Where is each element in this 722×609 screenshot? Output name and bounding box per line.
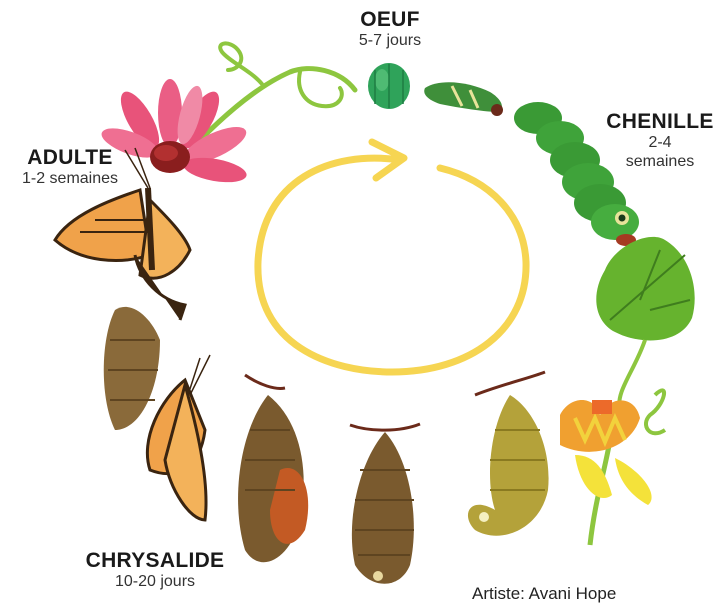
stage-egg: OEUF 5-7 jours bbox=[330, 8, 450, 51]
stage-chrysalis-name: CHRYSALIDE bbox=[75, 549, 235, 573]
egg-icon bbox=[368, 63, 410, 109]
chrysalis-hatching bbox=[238, 375, 308, 562]
stage-chrysalis: CHRYSALIDE 10-20 jours bbox=[75, 549, 235, 592]
yellow-flower bbox=[560, 390, 665, 545]
stage-caterpillar: CHENILLE 2-4 semaines bbox=[600, 110, 720, 171]
stage-egg-name: OEUF bbox=[330, 8, 450, 32]
young-caterpillar bbox=[424, 82, 503, 116]
stage-adult: ADULTE 1-2 semaines bbox=[2, 146, 138, 189]
artist-credit: Artiste: Avani Hope bbox=[472, 584, 616, 604]
vine-top bbox=[200, 43, 355, 140]
stage-caterpillar-duration-2: semaines bbox=[600, 153, 720, 171]
stage-chrysalis-duration: 10-20 jours bbox=[75, 573, 235, 591]
cycle-arrow bbox=[258, 142, 526, 372]
emerging-butterfly bbox=[104, 307, 210, 520]
stage-caterpillar-duration-1: 2-4 bbox=[600, 134, 720, 152]
stage-adult-duration: 1-2 semaines bbox=[2, 170, 138, 188]
chrysalis-icon bbox=[350, 424, 420, 584]
stage-caterpillar-name: CHENILLE bbox=[600, 110, 720, 134]
chrysalis-green bbox=[468, 372, 549, 536]
stage-adult-name: ADULTE bbox=[2, 146, 138, 170]
leaf-icon bbox=[596, 237, 694, 410]
stage-egg-duration: 5-7 jours bbox=[330, 32, 450, 50]
